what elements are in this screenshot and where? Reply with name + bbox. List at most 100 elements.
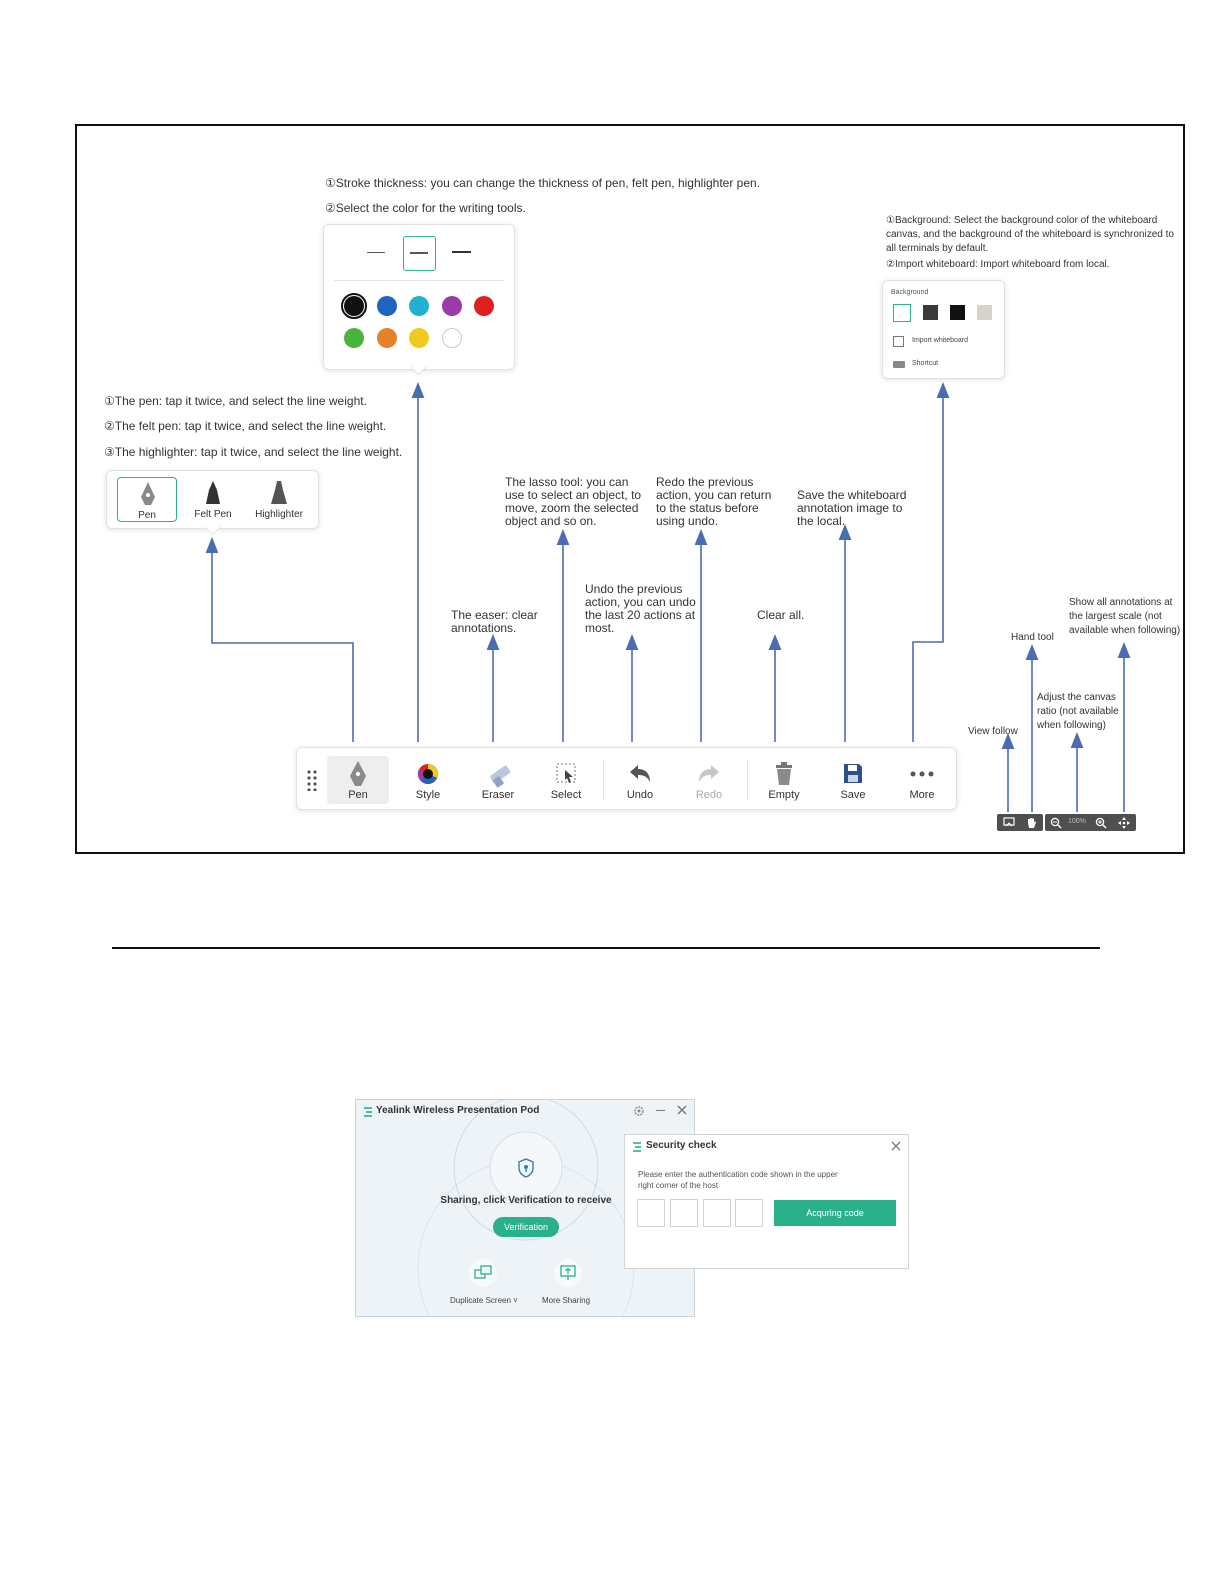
zoom-in-icon[interactable]: [1095, 817, 1107, 829]
close-icon[interactable]: [677, 1105, 687, 1115]
code-input-4[interactable]: [735, 1199, 763, 1227]
show-all-note: Show all annotations at the largest scal…: [1069, 597, 1181, 636]
highlighter-option[interactable]: Highlighter: [247, 477, 311, 522]
color-swatch-red[interactable]: [474, 296, 494, 316]
lasso-note: The lasso tool: you can use to select an…: [505, 475, 642, 528]
fit-all-icon[interactable]: [1118, 817, 1130, 829]
security-check-dialog: Security check Please enter the authenti…: [624, 1134, 909, 1269]
keyboard-icon: [893, 361, 905, 368]
toolbar-redo-label: Redo: [695, 789, 723, 801]
bg-swatch-grid[interactable]: [923, 305, 938, 320]
toolbar-pen-button[interactable]: Pen: [327, 756, 389, 804]
highlighter-label: Highlighter: [255, 509, 303, 520]
section-divider: [112, 947, 1100, 949]
pen-type-popup: Pen Felt Pen Highlighter: [106, 470, 319, 529]
shield-icon: [518, 1158, 534, 1178]
toolbar-divider: [603, 760, 604, 800]
felt-pen-label: Felt Pen: [194, 509, 232, 520]
toolbar-save-label: Save: [840, 789, 866, 801]
view-follow-icon[interactable]: [1003, 817, 1015, 828]
code-input-1[interactable]: [637, 1199, 665, 1227]
code-input-3[interactable]: [703, 1199, 731, 1227]
sharing-text: Sharing, click Verification to receive: [440, 1195, 612, 1206]
zoom-toolbar: 100%: [1045, 814, 1136, 831]
thick-stroke-option[interactable]: [452, 251, 471, 253]
eraser-icon: [490, 765, 511, 788]
toolbar-save-button[interactable]: Save: [822, 756, 884, 804]
toolbar-redo-button[interactable]: Redo: [678, 756, 740, 804]
save-note: Save the whiteboard annotation image to …: [797, 488, 907, 528]
toolbar-undo-label: Undo: [626, 789, 654, 801]
toolbar-empty-label: Empty: [768, 789, 800, 801]
settings-gear-icon[interactable]: [633, 1105, 645, 1117]
screen-share-icon: [560, 1265, 576, 1280]
minimize-icon[interactable]: [656, 1110, 665, 1112]
hand-icon[interactable]: [1025, 816, 1037, 829]
pen-note-3: ③The highlighter: tap it twice, and sele…: [104, 445, 403, 459]
color-swatch-green[interactable]: [344, 328, 364, 348]
more-sharing-button[interactable]: [554, 1259, 582, 1287]
toolbar-empty-button[interactable]: Empty: [753, 756, 815, 804]
color-swatch-cyan[interactable]: [409, 296, 429, 316]
toolbar-undo-button[interactable]: Undo: [609, 756, 671, 804]
color-swatch-yellow[interactable]: [409, 328, 429, 348]
more-dots-icon: [910, 771, 934, 777]
toolbar-style-label: Style: [415, 789, 441, 801]
shortcut-item[interactable]: Shortcut: [912, 360, 939, 367]
felt-pen-option[interactable]: Felt Pen: [187, 477, 239, 522]
color-swatch-white[interactable]: [442, 328, 462, 348]
bg-swatch-black[interactable]: [950, 305, 965, 320]
stroke-note-2: ②Select the color for the writing tools.: [325, 201, 526, 215]
toolbar-more-button[interactable]: More: [891, 756, 953, 804]
toolbar-eraser-button[interactable]: Eraser: [467, 756, 529, 804]
duplicate-screen-button[interactable]: [469, 1259, 497, 1287]
medium-stroke-option[interactable]: [403, 236, 436, 271]
yealink-logo-icon: [633, 1142, 641, 1152]
arrow-pen: [205, 537, 354, 742]
arrow-more: [912, 382, 950, 742]
hand-note: Hand tool: [1011, 632, 1054, 643]
import-whiteboard-item[interactable]: Import whiteboard: [912, 337, 969, 344]
felt-pen-icon: [206, 481, 220, 504]
color-swatch-black[interactable]: [344, 296, 364, 316]
lasso-select-icon: [556, 763, 576, 783]
toolbar-pen-label: Pen: [348, 789, 368, 801]
color-swatch-purple[interactable]: [442, 296, 462, 316]
thin-stroke-option[interactable]: [367, 252, 385, 253]
pen-note-2: ②The felt pen: tap it twice, and select …: [104, 419, 387, 433]
undo-icon: [630, 765, 650, 782]
acquiring-code-button[interactable]: Acquring code: [774, 1200, 896, 1226]
security-instruction-2: right corner of the host: [638, 1181, 719, 1190]
close-icon[interactable]: [891, 1141, 901, 1151]
highlighter-icon: [271, 481, 287, 504]
divider: [334, 280, 504, 281]
drag-handle-icon[interactable]: [306, 769, 318, 791]
redo-note: Redo the previous action, you can return…: [656, 475, 772, 528]
yealink-logo-icon: [364, 1107, 372, 1117]
color-swatch-orange[interactable]: [377, 328, 397, 348]
security-instruction-1: Please enter the authentication code sho…: [638, 1170, 838, 1179]
color-swatch-blue[interactable]: [377, 296, 397, 316]
pod-window-title: Yealink Wireless Presentation Pod: [376, 1105, 540, 1116]
zoom-value[interactable]: 100%: [1068, 818, 1086, 825]
toolbar-select-label: Select: [550, 789, 582, 801]
bg-swatch-white[interactable]: [893, 304, 911, 322]
toolbar-select-button[interactable]: Select: [535, 756, 597, 804]
zoom-out-icon[interactable]: [1050, 817, 1062, 829]
eraser-note: The easer: clear annotations.: [451, 608, 538, 635]
more-sharing-label[interactable]: More Sharing: [542, 1296, 591, 1305]
fountain-pen-icon: [141, 482, 155, 505]
background-title: Background: [891, 289, 929, 296]
background-popup: Background Import whiteboard Shortcut: [882, 280, 1005, 379]
pen-option-label: Pen: [138, 510, 156, 521]
figure-frame: [75, 124, 1185, 854]
duplicate-screen-label[interactable]: Duplicate Screen ˅: [450, 1296, 518, 1305]
selected-color-ring: [341, 293, 367, 319]
verification-button[interactable]: Verification: [493, 1217, 559, 1237]
toolbar-style-button[interactable]: Style: [397, 756, 459, 804]
fountain-pen-icon: [350, 761, 366, 786]
code-input-2[interactable]: [670, 1199, 698, 1227]
color-wheel-icon: [417, 764, 438, 784]
bg-swatch-beige[interactable]: [977, 305, 992, 320]
pen-option[interactable]: Pen: [117, 477, 177, 522]
